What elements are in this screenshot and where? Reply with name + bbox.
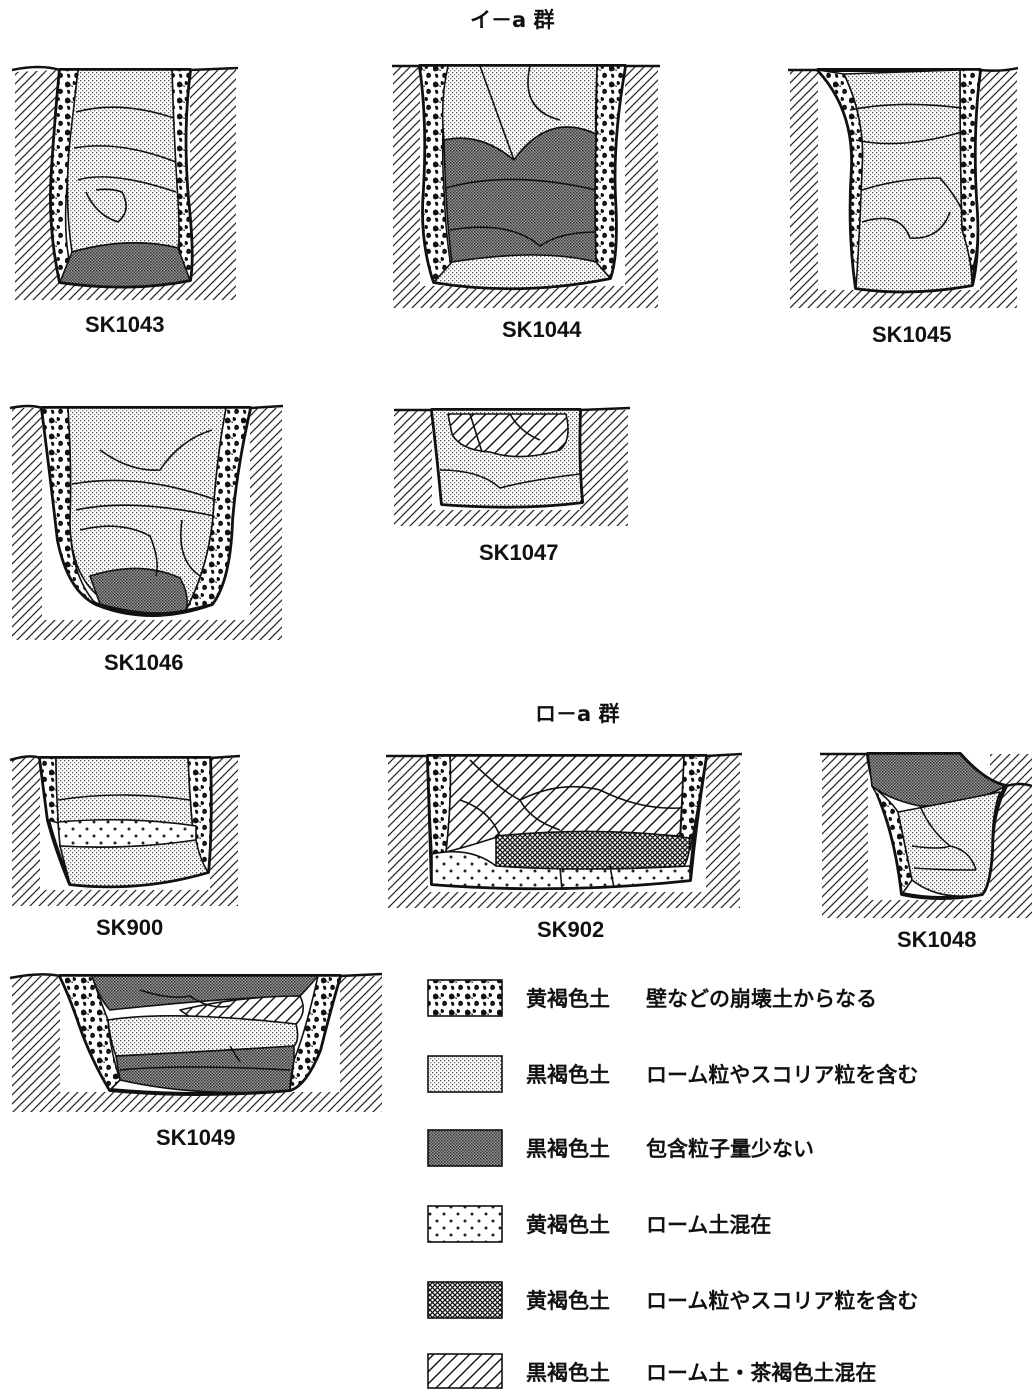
legend-soil-label: 黒褐色土 — [526, 1361, 610, 1385]
pit-label-sk1043: SK1043 — [85, 312, 165, 337]
legend-description: ローム粒やスコリア粒を含む — [646, 1289, 918, 1313]
legend-swatch-dense-dots — [427, 1129, 503, 1167]
legend-swatch-diagonal-lines — [427, 1353, 503, 1389]
legend-swatch-mottled — [427, 979, 503, 1017]
pit-section-sk1044: SK1044 — [393, 64, 658, 342]
legend-soil-label: 黒褐色土 — [526, 1137, 610, 1161]
pit-label-sk1044: SK1044 — [502, 317, 582, 342]
pit-label-sk1047: SK1047 — [479, 540, 559, 565]
legend-item-mottled: 黄褐色土 壁などの崩壊土からなる — [427, 979, 877, 1017]
legend-soil-label: 黄褐色土 — [526, 1213, 610, 1237]
pit-section-sk1043: SK1043 — [15, 68, 236, 337]
pit-label-sk900: SK900 — [96, 915, 163, 940]
legend-item-dense-dots: 黒褐色土 包含粒子量少ない — [427, 1129, 814, 1167]
legend-description: 包含粒子量少ない — [646, 1137, 814, 1161]
pit-section-sk1046: SK1046 — [12, 406, 282, 675]
group-title-i-a: イ－a 群 — [470, 8, 554, 32]
pit-label-sk1045: SK1045 — [872, 322, 952, 347]
pit-section-sk1045: SK1045 — [790, 68, 1017, 347]
pit-label-sk902: SK902 — [537, 917, 604, 942]
legend-item-crosshatch: 黄褐色土 ローム粒やスコリア粒を含む — [427, 1281, 918, 1319]
pit-label-sk1049: SK1049 — [156, 1125, 236, 1150]
legend-description: ローム土混在 — [646, 1213, 771, 1237]
legend-soil-label: 黒褐色土 — [526, 1063, 610, 1087]
legend-swatch-crosshatch — [427, 1281, 503, 1319]
legend: 黄褐色土 壁などの崩壊土からなる 黒褐色土 ローム粒やスコリア粒を含む 黒褐色土… — [427, 979, 918, 1389]
pit-label-sk1046: SK1046 — [104, 650, 184, 675]
pit-label-sk1048: SK1048 — [897, 927, 977, 952]
pit-section-sk1048: SK1048 — [822, 752, 1032, 952]
legend-swatch-sparse-dots — [427, 1205, 503, 1243]
pit-section-sk902: SK902 — [388, 754, 740, 942]
legend-description: 壁などの崩壊土からなる — [646, 987, 877, 1011]
legend-soil-label: 黄褐色土 — [526, 987, 610, 1011]
legend-description: ローム粒やスコリア粒を含む — [646, 1063, 918, 1087]
legend-item-diagonal-lines: 黒褐色土 ローム土・茶褐色土混在 — [427, 1353, 876, 1389]
group-title-ro-a: ロ－a 群 — [535, 702, 619, 726]
ground-surfaces — [9, 64, 1032, 980]
pit-section-sk1047: SK1047 — [394, 408, 628, 565]
legend-soil-label: 黄褐色土 — [526, 1289, 610, 1313]
legend-item-sparse-dots: 黄褐色土 ローム土混在 — [427, 1205, 771, 1243]
legend-item-fine-dots: 黒褐色土 ローム粒やスコリア粒を含む — [427, 1055, 918, 1093]
legend-swatch-fine-dots — [427, 1055, 503, 1093]
pit-section-sk900: SK900 — [12, 756, 238, 940]
legend-description: ローム土・茶褐色土混在 — [646, 1361, 876, 1385]
pit-section-sk1049: SK1049 — [12, 974, 382, 1150]
